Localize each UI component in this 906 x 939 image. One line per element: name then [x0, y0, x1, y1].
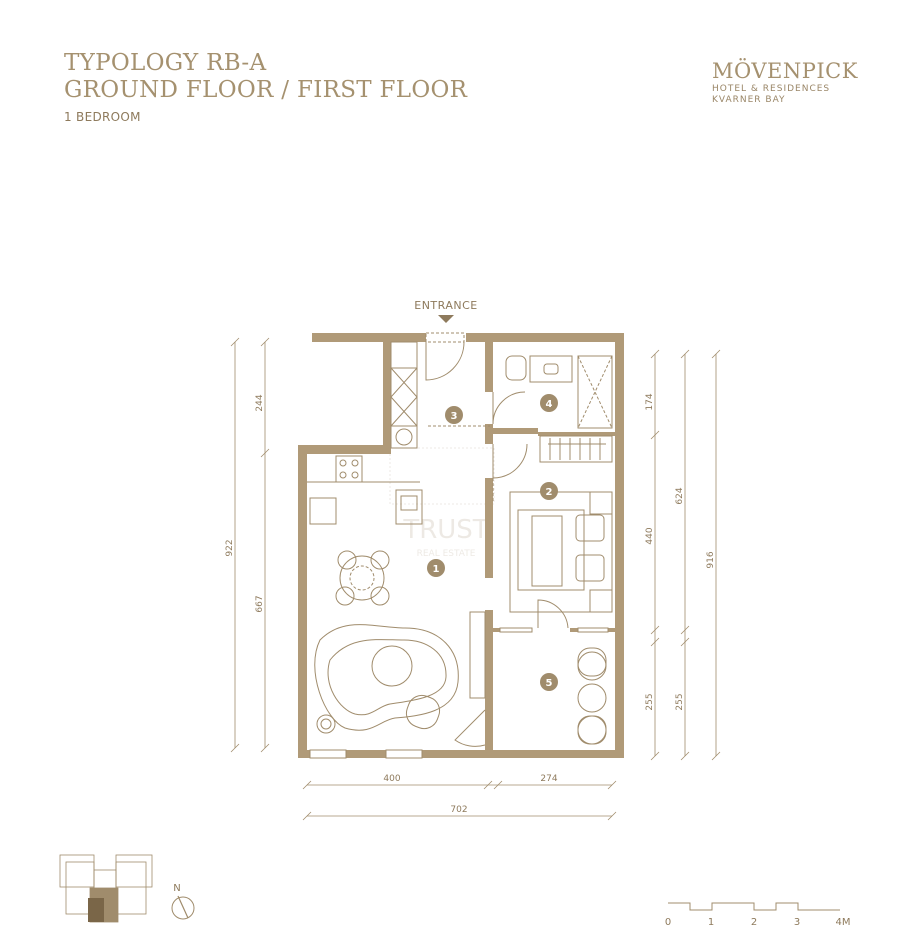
- doors: [425, 332, 569, 747]
- dim-right-outer: 916: [706, 551, 716, 568]
- dimension-lines: [230, 337, 721, 821]
- windows: [309, 627, 609, 759]
- svg-text:4: 4: [546, 399, 553, 410]
- key-plan: [59, 854, 153, 923]
- brand-logo: MÖVENPICK HOTEL & RESIDENCES KVARNER BAY: [712, 58, 858, 106]
- entrance-label: ENTRANCE: [414, 299, 477, 312]
- typology-title: TYPOLOGY RB-A GROUND FLOOR / FIRST FLOOR: [64, 50, 467, 104]
- scale-label-3: 3: [794, 917, 800, 928]
- scale-bar: 0 1 2 3 4M: [665, 902, 851, 928]
- scale-label-1: 1: [708, 917, 714, 928]
- compass-label: N: [173, 883, 180, 894]
- dim-right-mid: 624: [675, 487, 685, 504]
- watermark-sub: REAL ESTATE: [417, 549, 476, 559]
- dim-right-2: 440: [645, 527, 655, 544]
- scale-label-0: 0: [665, 917, 671, 928]
- brand-line-1: HOTEL & RESIDENCES: [712, 84, 831, 94]
- room-badge-4: 4: [540, 394, 558, 412]
- svg-text:2: 2: [546, 487, 553, 498]
- title-line-2: GROUND FLOOR / FIRST FLOOR: [64, 77, 468, 103]
- scale-label-4: 4M: [836, 917, 851, 928]
- dim-bottom-right: 274: [540, 774, 557, 784]
- title-line-1: TYPOLOGY RB-A: [64, 50, 267, 76]
- dim-bottom-left: 400: [383, 774, 400, 784]
- furniture: [307, 341, 613, 745]
- room-badge-5: 5: [540, 673, 558, 691]
- dim-right-5b: 255: [675, 693, 685, 710]
- svg-text:5: 5: [546, 678, 553, 689]
- room-badge-2: 2: [540, 482, 558, 500]
- brand-line-2: KVARNER BAY: [712, 95, 786, 105]
- brand-name: MÖVENPICK: [712, 59, 858, 83]
- dim-right-5a: 255: [645, 693, 655, 710]
- dim-bottom-total: 702: [450, 805, 467, 815]
- dim-left-outer: 922: [225, 539, 235, 556]
- entrance-arrow-icon: [438, 315, 454, 323]
- dim-right-4: 174: [645, 393, 655, 410]
- scale-label-2: 2: [751, 917, 757, 928]
- dimension-labels: 922 244 667 174 440 255 624 255 916 400 …: [225, 393, 716, 815]
- room-badge-1: 1: [427, 559, 445, 577]
- watermark: TRUST REAL ESTATE: [389, 447, 495, 559]
- walls: [298, 333, 624, 758]
- room-badge-3: 3: [445, 406, 463, 424]
- watermark-text: TRUST: [402, 515, 488, 545]
- dim-left-lower: 667: [255, 595, 265, 612]
- bedroom-count: 1 BEDROOM: [64, 110, 141, 124]
- room-badges: 1 2 3 4 5: [427, 394, 558, 691]
- svg-text:3: 3: [451, 411, 458, 422]
- compass-icon: N: [171, 883, 195, 920]
- svg-text:1: 1: [433, 564, 440, 575]
- dim-left-upper: 244: [255, 394, 265, 411]
